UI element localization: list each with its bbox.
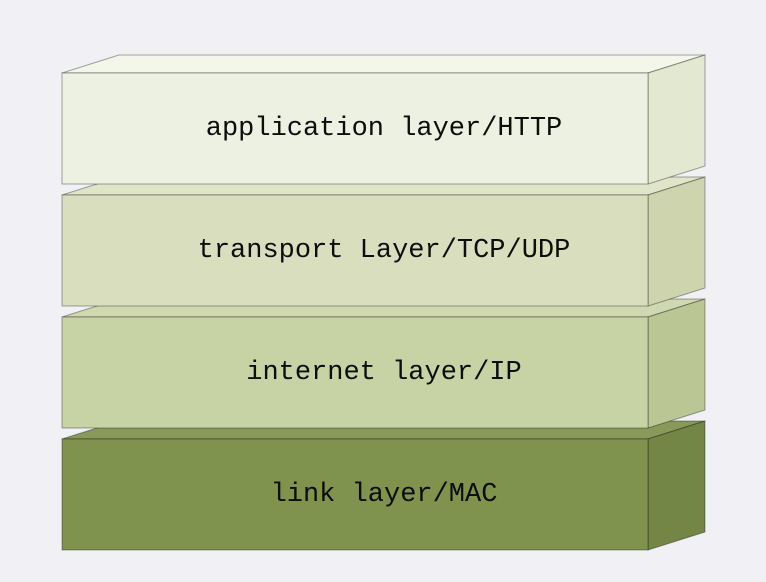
front-face [61, 316, 649, 429]
layer-label: link layer/MAC [271, 480, 498, 510]
layer-box-transport: transport Layer/TCP/UDP [61, 176, 706, 307]
layer-label: application layer/HTTP [206, 114, 562, 144]
side-face [647, 298, 706, 429]
front-face [61, 438, 649, 551]
side-face [647, 420, 706, 551]
layer-label: internet layer/IP [246, 358, 521, 388]
front-face [61, 72, 649, 185]
layer-box-application: application layer/HTTP [61, 54, 706, 185]
top-face [61, 54, 706, 74]
side-face [647, 176, 706, 307]
side-face [647, 54, 706, 185]
front-face [61, 194, 649, 307]
layer-box-link: link layer/MAC [61, 420, 706, 551]
layer-label: transport Layer/TCP/UDP [198, 236, 571, 266]
layer-box-internet: internet layer/IP [61, 298, 706, 429]
